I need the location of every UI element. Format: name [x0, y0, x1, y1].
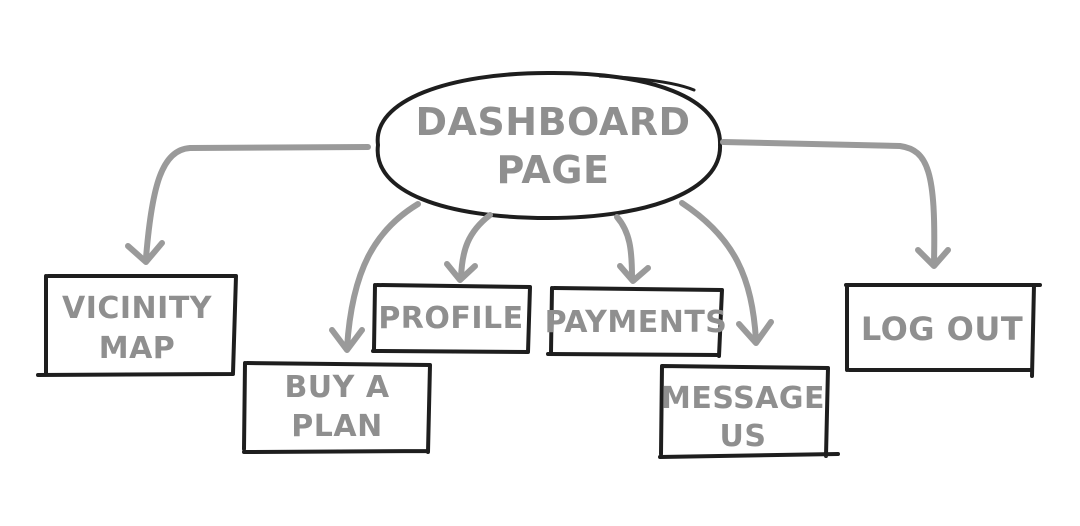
payments-node: PAYMENTS: [545, 286, 728, 358]
arrow-to-profile: [458, 212, 493, 281]
message-us-label-line1: MESSAGE: [661, 381, 825, 416]
profile-label: PROFILE: [378, 301, 523, 336]
arrow-to-log-out-head: [915, 247, 951, 269]
vicinity-map-label-line1: VICINITY: [62, 291, 213, 326]
log-out-node: LOG OUT: [844, 283, 1042, 378]
buy-a-plan-label-line1: BUY A: [284, 370, 389, 405]
dashboard-page-title-line2: PAGE: [497, 148, 610, 192]
arrow-to-message-us-head: [736, 319, 774, 346]
arrow-to-profile-head: [444, 261, 478, 283]
arrow-to-message-us: [679, 200, 759, 343]
log-out-label: LOG OUT: [861, 310, 1023, 348]
arrow-to-log-out: [720, 139, 938, 265]
dashboard-page-node: DASHBOARD PAGE: [375, 70, 723, 220]
profile-node: PROFILE: [371, 283, 532, 354]
connector-arrows: [125, 139, 951, 353]
buy-a-plan-node: BUY A PLAN: [242, 361, 432, 454]
buy-a-plan-label-line2: PLAN: [291, 409, 382, 444]
arrow-to-vicinity-map: [143, 144, 371, 261]
payments-label: PAYMENTS: [545, 305, 728, 340]
message-us-label-line2: US: [720, 419, 767, 454]
arrow-to-payments-head: [617, 263, 651, 284]
message-us-node: MESSAGE US: [658, 364, 840, 459]
arrow-to-vicinity-map-head: [125, 240, 165, 265]
arrow-to-payments: [614, 214, 635, 281]
dashboard-page-title-line1: DASHBOARD: [415, 100, 690, 144]
vicinity-map-label-line2: MAP: [99, 331, 176, 366]
arrow-to-buy-a-plan-head: [329, 327, 365, 353]
arrow-to-buy-a-plan: [344, 201, 421, 351]
vicinity-map-node: VICINITY MAP: [36, 274, 238, 377]
